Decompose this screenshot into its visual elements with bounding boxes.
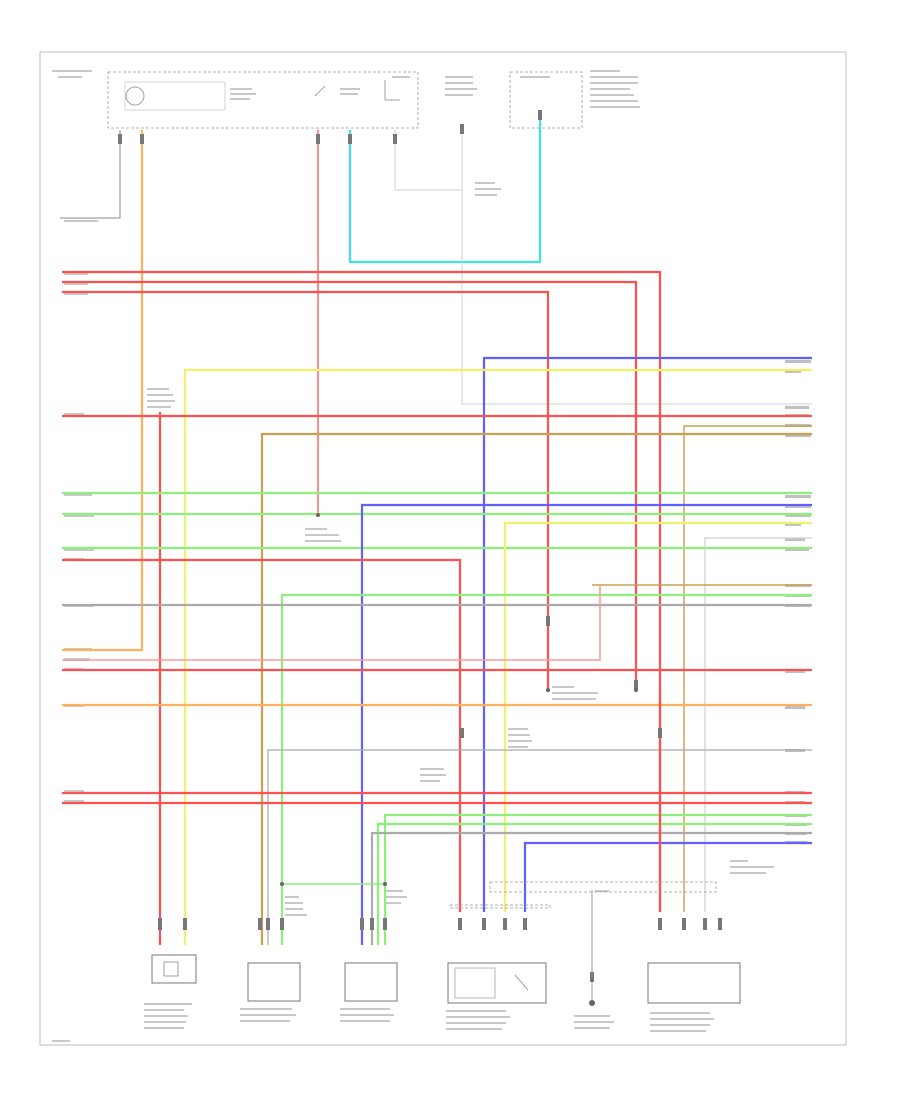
wire-green-824 bbox=[376, 822, 812, 945]
junction-dashes bbox=[449, 881, 717, 909]
wire-gray-833 bbox=[370, 831, 812, 945]
wire-red-bus-2 bbox=[62, 280, 638, 690]
diagram-frame bbox=[39, 51, 847, 1046]
component-c bbox=[344, 962, 398, 1002]
wire-green-4 bbox=[280, 593, 812, 945]
wire-blue-2 bbox=[360, 503, 812, 945]
wire-orange-cluster bbox=[62, 130, 144, 652]
wire-yellow-1 bbox=[183, 368, 812, 945]
splice-dots bbox=[280, 513, 638, 886]
wire-red-bus-3 bbox=[62, 290, 550, 690]
right-wire-labels bbox=[785, 360, 811, 844]
wires bbox=[60, 110, 812, 1006]
label-marks bbox=[52, 70, 774, 1042]
wire-blue-1 bbox=[482, 356, 812, 912]
wire-blue-843 bbox=[523, 841, 812, 912]
wire-yellow-2 bbox=[503, 521, 812, 912]
component-b bbox=[247, 962, 301, 1002]
component-caption-marks bbox=[144, 1003, 714, 1032]
wire-lightred bbox=[62, 585, 601, 661]
wire-red-lower bbox=[62, 558, 462, 912]
instrument-cluster bbox=[107, 71, 583, 129]
component-a bbox=[151, 954, 197, 984]
wire-gray-2 bbox=[704, 537, 812, 912]
connector-stubs bbox=[118, 110, 722, 982]
component-d bbox=[447, 962, 547, 1004]
wire-gray-750 bbox=[267, 749, 812, 945]
wire-tan-1 bbox=[260, 432, 812, 945]
wire-gray-sensor bbox=[461, 130, 812, 405]
component-f bbox=[647, 962, 741, 1004]
left-wire-labels bbox=[64, 272, 94, 803]
wire-cyan bbox=[348, 110, 542, 264]
wire-green-815 bbox=[383, 813, 812, 945]
wire-black-cluster bbox=[60, 130, 121, 219]
